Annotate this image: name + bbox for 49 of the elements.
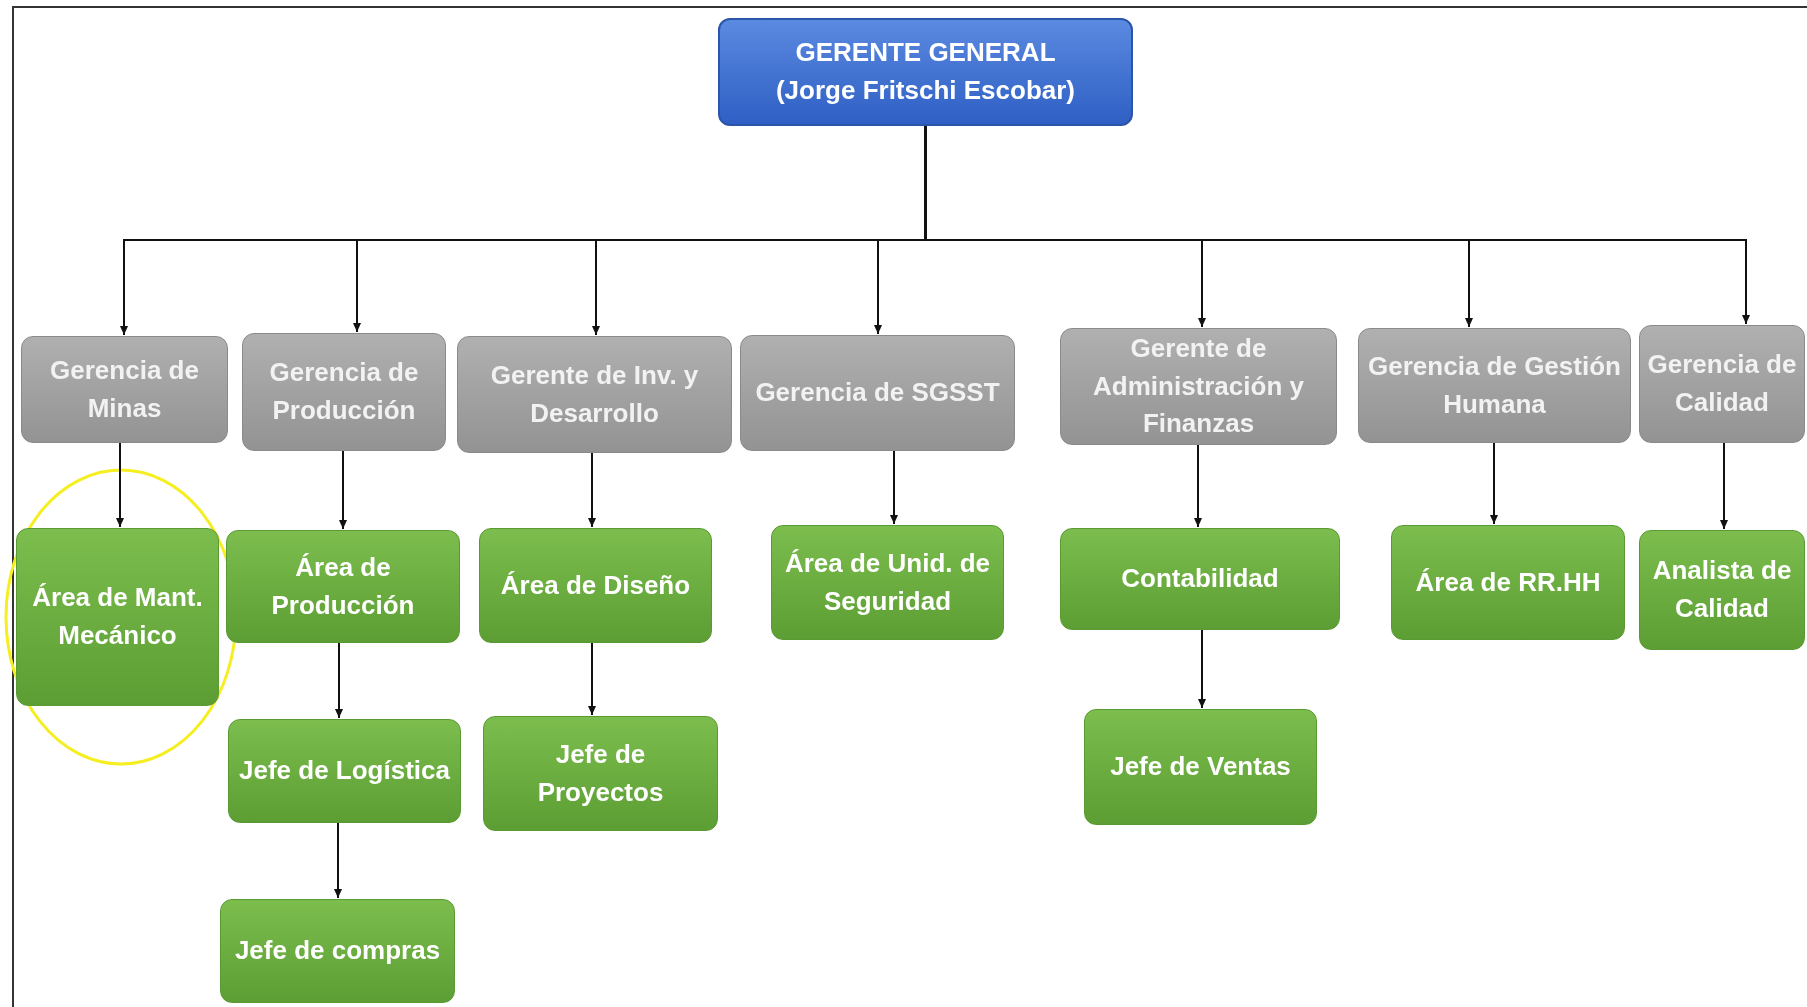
box-title: Jefe de Proyectos (536, 737, 665, 809)
box-title: Gerencia de Minas (49, 353, 200, 425)
connector-arrow (588, 642, 596, 716)
box-title: Contabilidad (1121, 562, 1279, 596)
department-box (228, 719, 461, 823)
department-box (1060, 528, 1340, 630)
box-title: Analista de Calidad (1651, 554, 1793, 625)
box-title: Gerencia de SGSST (755, 376, 1000, 410)
box-title: Área de Diseño (500, 568, 691, 602)
management-box (242, 333, 446, 451)
department-box (226, 530, 460, 643)
connector-arrow (335, 642, 343, 719)
department-box (771, 525, 1004, 640)
management-box (1639, 325, 1805, 443)
connector-arrow (1720, 442, 1728, 530)
management-box (1358, 328, 1631, 443)
box-title: Gerente de Inv. y Desarrollo (489, 358, 700, 430)
department-box (1391, 525, 1625, 640)
connector-arrow (588, 452, 596, 528)
box-subtitle: (Jorge Fritschi Escobar) (775, 74, 1076, 107)
box-title: Gerencia de Calidad (1646, 348, 1798, 419)
connector-arrow (1198, 629, 1206, 709)
department-box (220, 899, 455, 1003)
management-box (21, 336, 228, 443)
box-title: Gerencia de Gestión Humana (1367, 349, 1622, 421)
box-title: Área de Unid. de Seguridad (783, 546, 992, 618)
department-box (1639, 530, 1805, 650)
management-box (1060, 328, 1337, 445)
department-box (483, 716, 718, 831)
connector-arrow (339, 450, 347, 530)
box-title: GERENTE GENERAL (795, 36, 1056, 70)
box-title: Jefe de compras (234, 934, 441, 968)
department-box (479, 528, 712, 643)
connector-arrow (1490, 442, 1498, 525)
connector-arrow (334, 822, 342, 899)
box-title: Área de RR.HH (1415, 565, 1601, 599)
box-title: Jefe de Logística (239, 754, 450, 788)
management-box (457, 336, 732, 453)
box-title: Gerencia de Producción (268, 356, 420, 427)
department-box (16, 528, 219, 706)
connector-arrow (890, 450, 898, 525)
box-title: Jefe de Ventas (1110, 750, 1291, 784)
box-title: Gerente de Administración y Finanzas (1092, 331, 1305, 441)
connector-arrow (1194, 444, 1202, 528)
box-title: Área de Producción (270, 550, 416, 622)
box-title: Área de Mant. Mecánico (31, 581, 204, 652)
department-box (1084, 709, 1317, 825)
executive-box (718, 18, 1133, 126)
management-box (740, 335, 1015, 451)
